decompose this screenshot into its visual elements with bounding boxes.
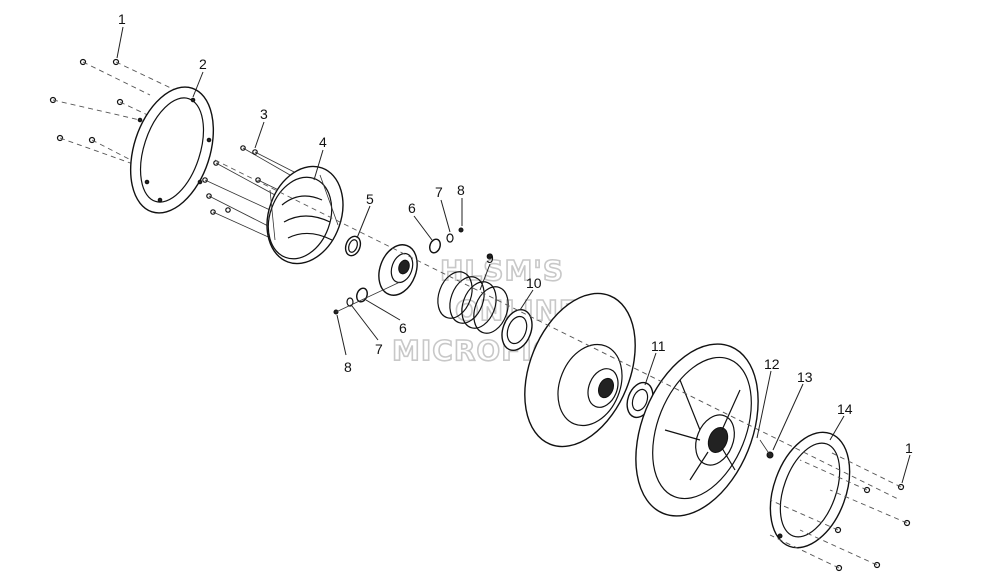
housing-cover xyxy=(266,165,344,265)
washer-ring xyxy=(501,308,533,352)
callout-11: 11 xyxy=(651,338,666,354)
callout-8-lower: 8 xyxy=(344,359,352,375)
leader-lines xyxy=(116,26,911,484)
bolts xyxy=(202,145,301,241)
screws-right xyxy=(769,451,911,572)
callout-10: 10 xyxy=(526,275,542,291)
gasket-ring-right xyxy=(769,431,851,549)
bearing-hub xyxy=(378,244,418,296)
callout-1-right: 1 xyxy=(905,440,913,456)
callout-4: 4 xyxy=(319,134,327,150)
callout-labels: 1 2 3 4 5 6 7 8 9 10 6 7 8 11 12 13 14 1 xyxy=(118,11,913,456)
spring xyxy=(437,253,509,334)
callout-7-lower: 7 xyxy=(375,341,383,357)
callout-7-upper: 7 xyxy=(435,184,443,200)
callout-9: 9 xyxy=(486,250,494,266)
callout-14: 14 xyxy=(837,401,853,417)
gasket-ring-left xyxy=(129,86,215,214)
callout-1-left: 1 xyxy=(118,11,126,27)
retaining-ring xyxy=(344,235,362,257)
callout-13: 13 xyxy=(797,369,813,385)
callout-8-upper: 8 xyxy=(457,182,465,198)
rear-housing xyxy=(635,343,759,517)
watermark-line-1: HLSM'S xyxy=(440,254,564,287)
callout-6-upper: 6 xyxy=(408,200,416,216)
callout-2: 2 xyxy=(199,56,207,72)
nuts-right xyxy=(759,439,774,459)
lower-fasteners xyxy=(333,281,401,315)
sheave-disc xyxy=(524,292,636,448)
upper-fasteners xyxy=(429,227,464,254)
centerline xyxy=(214,159,901,501)
callout-3: 3 xyxy=(260,106,268,122)
callout-6-lower: 6 xyxy=(399,320,407,336)
callout-12: 12 xyxy=(764,356,780,372)
callout-5: 5 xyxy=(366,191,374,207)
